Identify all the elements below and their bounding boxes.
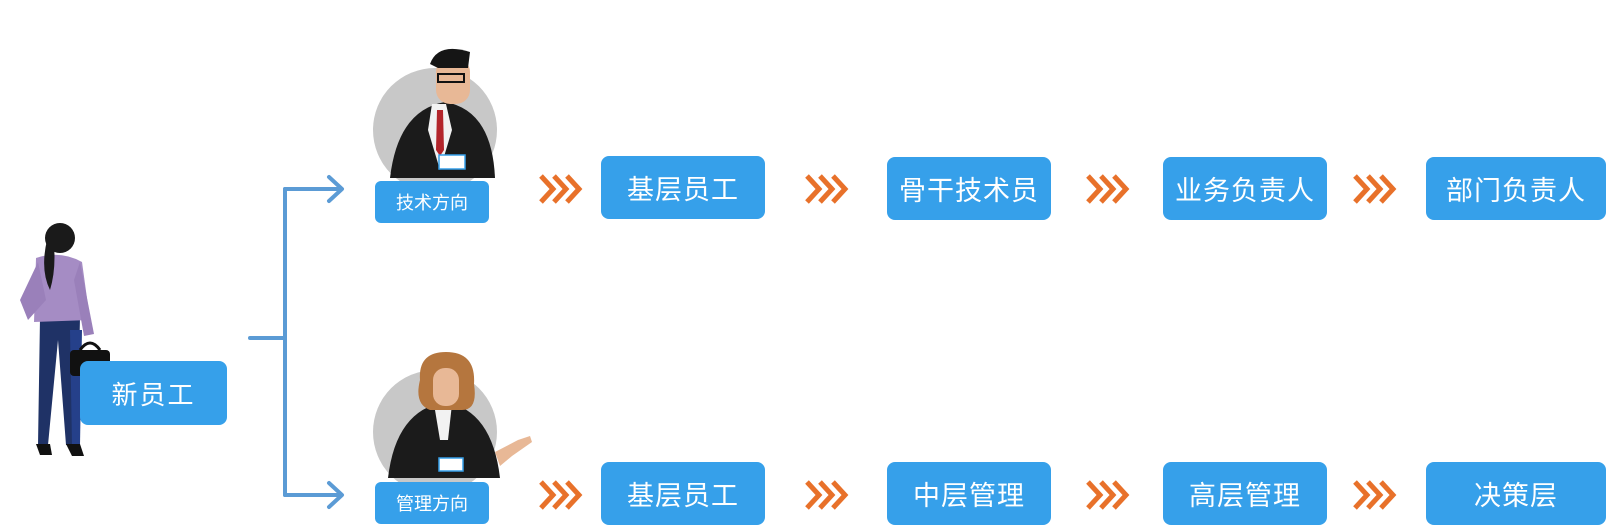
chevron-right-icon [805, 480, 849, 510]
management-stage-2: 中层管理 [887, 462, 1051, 525]
tech-stage-2: 骨干技术员 [887, 157, 1051, 220]
chevron-right-icon [539, 480, 583, 510]
management-stage-3: 高层管理 [1163, 462, 1327, 525]
tech-direction-label-box: 技术方向 [375, 181, 489, 223]
tech-stage-1: 基层员工 [601, 156, 765, 219]
tech-stage-3: 业务负责人 [1163, 157, 1327, 220]
management-direction-label-box: 管理方向 [375, 482, 489, 524]
chevron-right-icon [1353, 480, 1397, 510]
chevron-right-icon [1353, 174, 1397, 204]
tech-stage-4: 部门负责人 [1426, 157, 1606, 220]
management-stage-1: 基层员工 [601, 462, 765, 525]
new-employee-box: 新员工 [80, 361, 227, 425]
tech-direction-label: 技术方向 [396, 193, 468, 214]
chevron-right-icon [539, 174, 583, 204]
chevron-right-icon [1086, 480, 1130, 510]
management-stage-4: 决策层 [1426, 462, 1606, 525]
new-employee-label: 新员工 [111, 380, 196, 411]
management-direction-label: 管理方向 [396, 494, 468, 515]
chevron-right-icon [805, 174, 849, 204]
chevron-right-icon [1086, 174, 1130, 204]
